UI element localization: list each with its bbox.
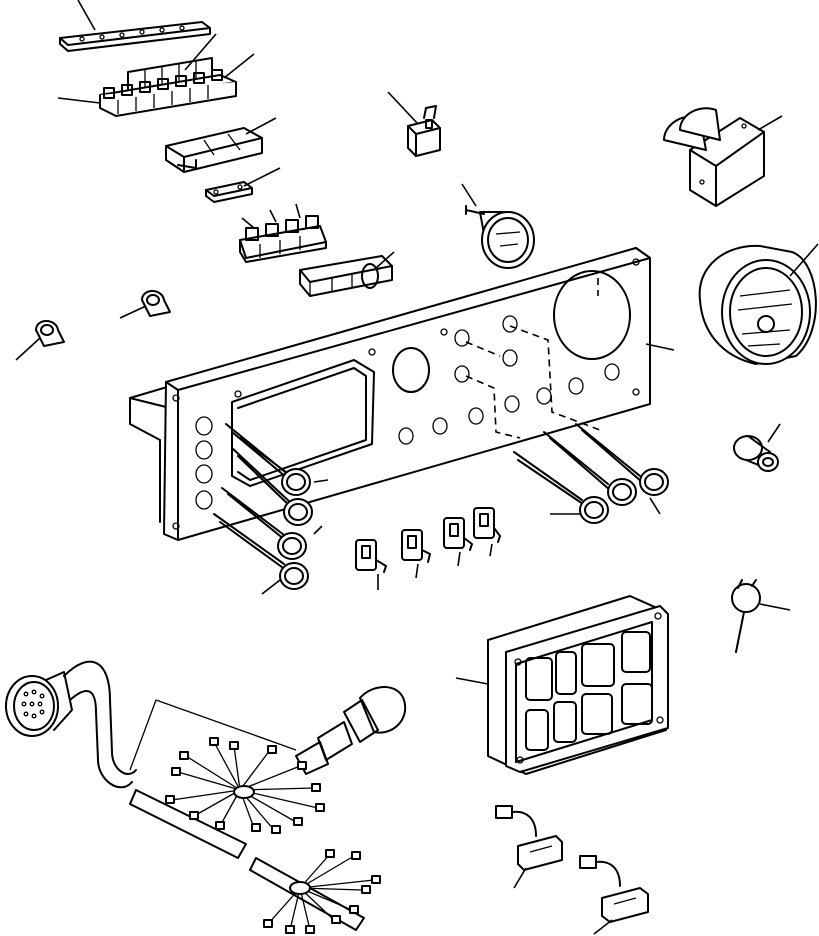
callout-leader bbox=[77, 0, 96, 31]
callout-leader bbox=[184, 33, 217, 71]
callout-leader bbox=[119, 305, 147, 319]
callout-leader bbox=[593, 919, 613, 935]
callout-leader bbox=[461, 183, 477, 207]
callout-leader bbox=[513, 867, 527, 889]
callout-leader bbox=[313, 525, 323, 535]
callout-leader bbox=[455, 677, 489, 685]
connector-b bbox=[579, 855, 649, 923]
relay-group bbox=[239, 215, 327, 263]
callout-leader bbox=[223, 53, 255, 79]
toggle-switch-top bbox=[407, 105, 441, 157]
callout-leader bbox=[645, 343, 675, 351]
callout-leader bbox=[415, 563, 419, 579]
callout-leader bbox=[789, 243, 819, 277]
dash-panel bbox=[129, 247, 651, 541]
small-gauge bbox=[465, 205, 535, 269]
callout-leader bbox=[15, 337, 41, 361]
fuse-block bbox=[99, 57, 237, 117]
callout-leader bbox=[261, 579, 281, 595]
indicator-lamps-right bbox=[513, 423, 669, 524]
callout-leader bbox=[57, 97, 101, 104]
small-plate bbox=[205, 181, 253, 203]
relay-module bbox=[663, 107, 765, 207]
callout-leader bbox=[489, 543, 493, 557]
indicator-lamps-left bbox=[213, 423, 313, 590]
callout-leader bbox=[243, 167, 281, 187]
sensor bbox=[731, 579, 761, 653]
fuse-holder bbox=[165, 127, 263, 173]
connector-a bbox=[495, 805, 563, 871]
callout-leader bbox=[313, 479, 329, 483]
callout-leader bbox=[767, 423, 781, 443]
wiring-harness bbox=[5, 660, 407, 934]
toggle-switches bbox=[355, 507, 501, 573]
callout-leader bbox=[269, 209, 277, 223]
clamp-a bbox=[141, 290, 171, 317]
large-gauge bbox=[698, 244, 817, 365]
callout-leader bbox=[757, 115, 783, 131]
key-switch bbox=[733, 435, 779, 472]
clamp-b bbox=[35, 320, 65, 347]
hinge bbox=[299, 255, 393, 297]
callout-leader bbox=[241, 217, 255, 229]
callout-leader bbox=[295, 203, 301, 219]
callout-leader bbox=[759, 603, 791, 611]
warning-lamp-panel bbox=[487, 595, 669, 775]
callout-leader bbox=[387, 91, 419, 125]
callout-leader bbox=[375, 251, 395, 269]
callout-leader bbox=[649, 497, 661, 515]
callout-leader bbox=[245, 117, 277, 135]
callout-leader bbox=[457, 551, 461, 567]
terminal-strip bbox=[59, 21, 211, 52]
